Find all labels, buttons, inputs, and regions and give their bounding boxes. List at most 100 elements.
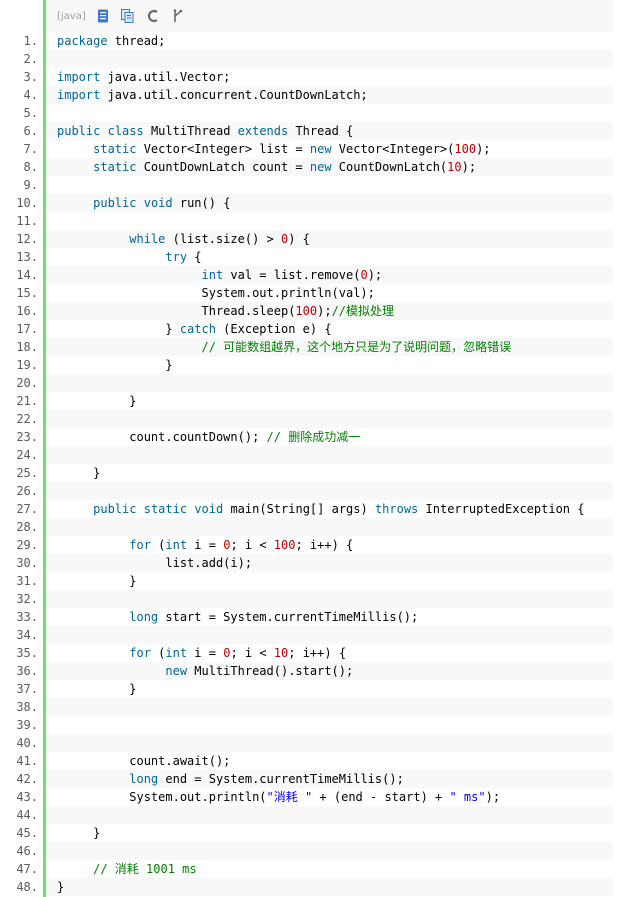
code-token: java.util.concurrent.CountDownLatch; — [100, 88, 368, 102]
copy-icon[interactable] — [120, 8, 136, 24]
code-text: count.await(); — [46, 752, 613, 770]
code-lines: 1.package thread;2.3.import java.util.Ve… — [0, 32, 618, 896]
code-token: public — [93, 502, 137, 516]
about-icon[interactable] — [170, 8, 186, 24]
code-line: 3.import java.util.Vector; — [0, 68, 618, 86]
code-token: static — [93, 160, 137, 174]
code-token: catch — [179, 322, 216, 336]
line-number: 18. — [16, 340, 38, 354]
code-line: 6.public class MultiThread extends Threa… — [0, 122, 618, 140]
code-token — [57, 142, 93, 156]
line-number: 45. — [16, 826, 38, 840]
code-token: throws — [374, 502, 419, 516]
line-number: 10. — [16, 196, 38, 210]
line-number: 43. — [16, 790, 38, 804]
line-number: 47. — [16, 862, 38, 876]
code-token: list.add(i); — [57, 556, 253, 570]
code-token: while — [129, 232, 166, 246]
code-token: ); — [476, 142, 491, 156]
line-number: 17. — [16, 322, 38, 336]
code-text: public class MultiThread extends Thread … — [46, 122, 613, 140]
line-number: 21. — [16, 394, 38, 408]
code-text — [46, 374, 613, 392]
code-token: 0 — [223, 538, 231, 552]
code-line: 20. — [0, 374, 618, 392]
code-line: 19. } — [0, 356, 618, 374]
code-token — [57, 664, 165, 678]
code-line: 28. — [0, 518, 618, 536]
code-token: System.out.println( — [57, 790, 267, 804]
code-line: 25. } — [0, 464, 618, 482]
code-text: for (int i = 0; i < 10; i++) { — [46, 644, 613, 662]
code-token: static — [143, 502, 188, 516]
code-token: ); — [461, 160, 477, 174]
line-number: 20. — [16, 376, 38, 390]
code-text: } — [46, 392, 613, 410]
code-line: 44. — [0, 806, 618, 824]
print-icon[interactable] — [145, 8, 161, 24]
code-token: { — [187, 250, 202, 264]
line-number: 34. — [16, 628, 38, 642]
code-token: } — [57, 322, 180, 336]
code-token: import — [57, 70, 101, 84]
line-number: 2. — [23, 52, 38, 66]
code-token: static — [93, 142, 137, 156]
code-token: java.util.Vector; — [100, 70, 231, 84]
line-number: 13. — [16, 250, 38, 264]
code-line: 33. long start = System.currentTimeMilli… — [0, 608, 618, 626]
code-token: val = list.remove( — [223, 268, 361, 282]
code-token — [57, 538, 129, 552]
code-line: 46. — [0, 842, 618, 860]
code-text: System.out.println("消耗 " + (end - start)… — [46, 788, 613, 806]
code-token: for — [129, 538, 151, 552]
code-text — [46, 50, 613, 68]
code-text — [46, 176, 613, 194]
code-token: thread; — [107, 34, 166, 48]
code-token: new — [309, 142, 332, 156]
code-token: run() { — [172, 196, 231, 210]
code-text — [46, 806, 613, 824]
code-token: ); — [367, 268, 383, 282]
code-text: new MultiThread().start(); — [46, 662, 613, 680]
code-token: void — [143, 196, 173, 210]
code-line: 47. // 消耗 1001 ms — [0, 860, 618, 878]
line-number: 31. — [16, 574, 38, 588]
code-text: } — [46, 680, 613, 698]
line-number: 11. — [16, 214, 38, 228]
code-token: int — [201, 268, 224, 282]
code-token: long — [129, 610, 159, 624]
code-line: 39. — [0, 716, 618, 734]
code-token: int — [165, 538, 188, 552]
code-text — [46, 482, 613, 500]
code-token: ; i++) { — [288, 646, 347, 660]
code-token: } — [57, 358, 173, 372]
code-line: 42. long end = System.currentTimeMillis(… — [0, 770, 618, 788]
line-number: 28. — [16, 520, 38, 534]
code-token: try — [165, 250, 188, 264]
code-token: count.countDown(); — [57, 430, 267, 444]
code-text: } catch (Exception e) { — [46, 320, 613, 338]
view-source-icon[interactable] — [95, 8, 111, 24]
code-line: 2. — [0, 50, 618, 68]
code-token: start = System.currentTimeMillis(); — [158, 610, 419, 624]
code-line: 38. — [0, 698, 618, 716]
code-line: 40. — [0, 734, 618, 752]
code-token: "消耗 " — [266, 790, 313, 804]
code-token: } — [57, 574, 137, 588]
code-token: 100 — [273, 538, 296, 552]
code-text: long end = System.currentTimeMillis(); — [46, 770, 613, 788]
line-number: 7. — [23, 142, 38, 156]
code-line: 10. public void run() { — [0, 194, 618, 212]
code-token: } — [57, 682, 137, 696]
code-line: 24. — [0, 446, 618, 464]
code-token: (list.size() > — [165, 232, 281, 246]
code-token: // 消耗 1001 ms — [93, 862, 197, 876]
code-text: static CountDownLatch count = new CountD… — [46, 158, 613, 176]
code-token: class — [107, 124, 144, 138]
line-number: 42. — [16, 772, 38, 786]
line-number: 27. — [16, 502, 38, 516]
code-token: Thread.sleep( — [57, 304, 296, 318]
code-line: 45. } — [0, 824, 618, 842]
code-text: package thread; — [46, 32, 613, 50]
code-text: } — [46, 464, 613, 482]
